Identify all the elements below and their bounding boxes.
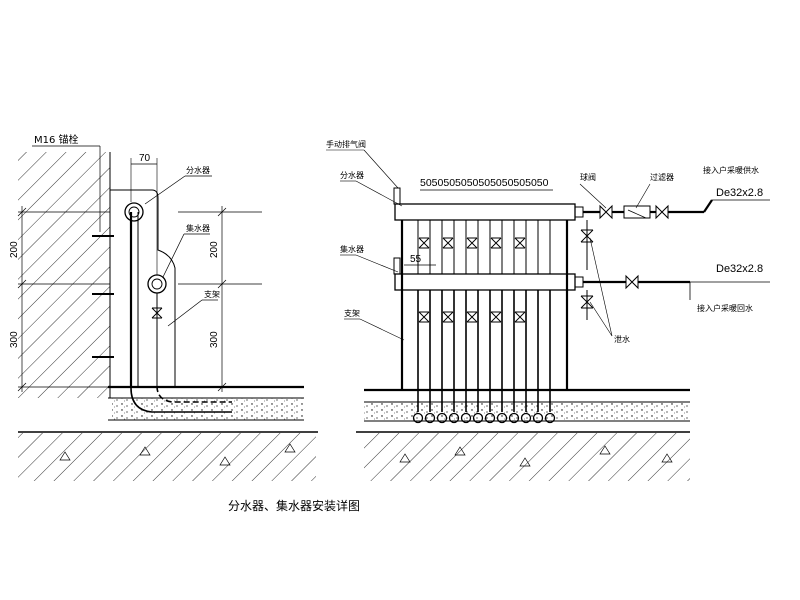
slab-hatch-right — [364, 433, 690, 481]
return-connect-label: 接入户采暖回水 — [697, 303, 753, 313]
wall-hatch — [18, 152, 110, 398]
floor-loop-pipe-section — [532, 412, 544, 424]
floor-loop-pipe-section — [472, 412, 484, 424]
filter-label: 过滤器 — [650, 172, 674, 182]
return-loop-valve-icon — [514, 311, 526, 323]
floor-loop-pipe-section — [436, 412, 448, 424]
floor-loop-pipe-section — [424, 412, 436, 424]
return-ball-valve-icon — [625, 274, 639, 290]
right-gap-text: 55 — [410, 254, 422, 265]
drain-label: 泄水 — [614, 334, 630, 344]
floor-loop-pipe-section — [496, 412, 508, 424]
filter-icon — [623, 205, 651, 219]
right-dim-lower: 300 — [209, 331, 220, 348]
right-dim-upper: 200 — [209, 241, 220, 258]
left-pipe-bend-return — [156, 385, 232, 403]
left-supply-label: 分水器 — [186, 165, 210, 175]
pipe-spec-supply: De32x2.8 — [716, 187, 763, 199]
floor-loop-pipe-section — [484, 412, 496, 424]
left-dimension-lines — [17, 206, 110, 392]
supply-loop-valve-icon — [418, 237, 430, 249]
floor-loop-pipe-section — [520, 412, 532, 424]
left-pipe-bend-supply — [130, 387, 232, 413]
left-bracket-plate — [109, 189, 176, 388]
supply-loop-valve-icon — [442, 237, 454, 249]
ball-valve-label: 球阀 — [580, 172, 596, 182]
floor-loop-pipe-section — [448, 412, 460, 424]
supply-gate-valve-icon — [655, 204, 669, 220]
return-loop-valve-icon — [418, 311, 430, 323]
left-supply-manifold — [124, 202, 144, 222]
floor-loop-pipe-section — [460, 412, 472, 424]
left-return-valve-icon — [151, 307, 163, 319]
drain-valve-lower-icon — [580, 295, 594, 309]
ball-valve-icon — [599, 204, 613, 220]
floor-heating-loops — [412, 220, 556, 424]
pipe-spec-return: De32x2.8 — [716, 263, 763, 275]
right-spacing-text: 5050505050505050505050 — [420, 177, 549, 189]
slab-concrete-marks-left — [59, 443, 296, 466]
supply-connect-label: 接入户采暖供水 — [703, 165, 759, 175]
slab-hatch-left — [18, 433, 316, 481]
left-anchor-label: M16 锚栓 — [34, 133, 79, 146]
floor-loop-pipe-section — [508, 412, 520, 424]
supply-loop-valve-icon — [514, 237, 526, 249]
return-loop-valve-icon — [442, 311, 454, 323]
left-return-label: 集水器 — [186, 223, 210, 233]
right-supply-manifold — [394, 203, 576, 221]
drain-valve-upper-icon — [580, 229, 594, 243]
left-dim-width: 70 — [139, 153, 151, 164]
left-dim-lower: 300 — [9, 331, 20, 348]
right-air-vent-label: 手动排气阀 — [326, 139, 366, 149]
floor-screed-left — [112, 398, 304, 420]
left-dim-upper: 200 — [9, 241, 20, 258]
floor-loop-pipe-section — [412, 412, 424, 424]
right-supply-label: 分水器 — [340, 170, 364, 180]
drawing-caption: 分水器、集水器安装详图 — [228, 498, 360, 513]
supply-loop-valve-icon — [490, 237, 502, 249]
right-bracket-label: 支架 — [344, 308, 360, 318]
floor-screed-right — [364, 403, 690, 421]
supply-loop-valve-icon — [466, 237, 478, 249]
right-return-manifold — [394, 273, 576, 291]
right-return-label: 集水器 — [340, 244, 364, 254]
left-bracket-label: 支架 — [204, 289, 220, 299]
right-view — [326, 149, 770, 481]
anchor-bolts — [92, 235, 114, 358]
air-vent-icon — [393, 187, 401, 205]
left-view — [17, 145, 318, 481]
left-return-manifold — [147, 274, 167, 294]
right-dimension-lines — [178, 206, 262, 392]
return-loop-valve-icon — [490, 311, 502, 323]
floor-loop-pipe-section — [544, 412, 556, 424]
return-loop-valve-icon — [466, 311, 478, 323]
slab-concrete-marks-right — [399, 445, 673, 467]
